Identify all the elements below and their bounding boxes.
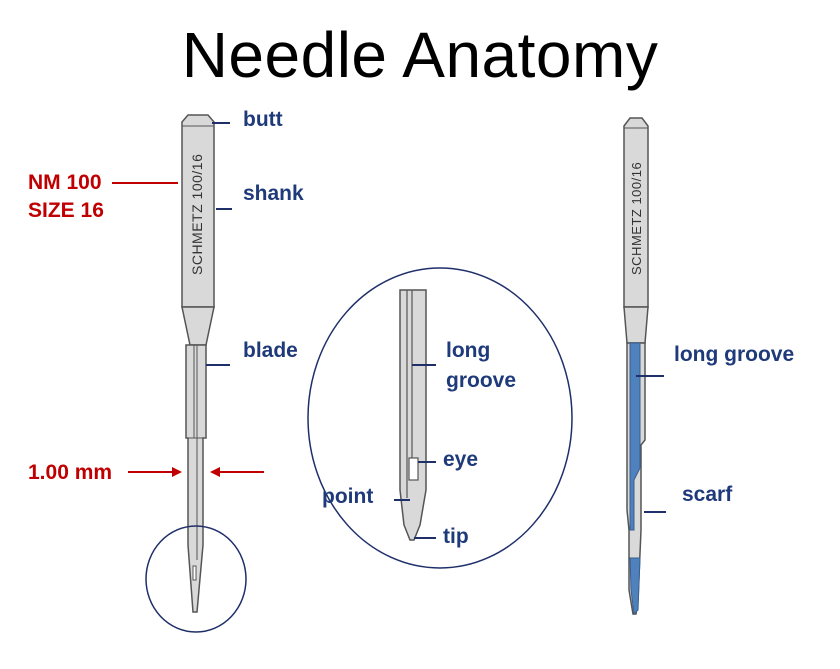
label-long-groove-right: long groove (674, 343, 795, 366)
right-needle-groove (629, 342, 641, 531)
label-point: point (322, 485, 374, 508)
label-blade: blade (243, 339, 298, 362)
detail-view (307, 267, 573, 569)
left-needle-taper (181, 306, 215, 346)
label-size-number: SIZE 16 (28, 199, 104, 222)
page-title: Needle Anatomy (181, 19, 659, 91)
left-needle: SCHMETZ 100/16 (112, 114, 264, 633)
label-long-groove-line1: long (446, 339, 491, 362)
right-needle: SCHMETZ 100/16 (623, 117, 666, 616)
left-detail-circle (145, 525, 247, 633)
detail-circle (307, 267, 573, 569)
label-tip: tip (443, 525, 469, 548)
left-engraving: SCHMETZ 100/16 (189, 154, 205, 275)
label-eye: eye (443, 448, 479, 471)
detail-needle-tip (399, 289, 427, 541)
label-shank: shank (243, 182, 304, 205)
right-needle-taper (623, 306, 649, 344)
label-scarf: scarf (682, 483, 733, 506)
left-needle-blade (185, 344, 207, 613)
label-butt: butt (243, 108, 283, 131)
label-long-groove-line2: groove (446, 369, 517, 392)
right-engraving: SCHMETZ 100/16 (629, 162, 644, 275)
label-size-nm: NM 100 (28, 171, 102, 194)
label-measurement: 1.00 mm (28, 461, 113, 484)
